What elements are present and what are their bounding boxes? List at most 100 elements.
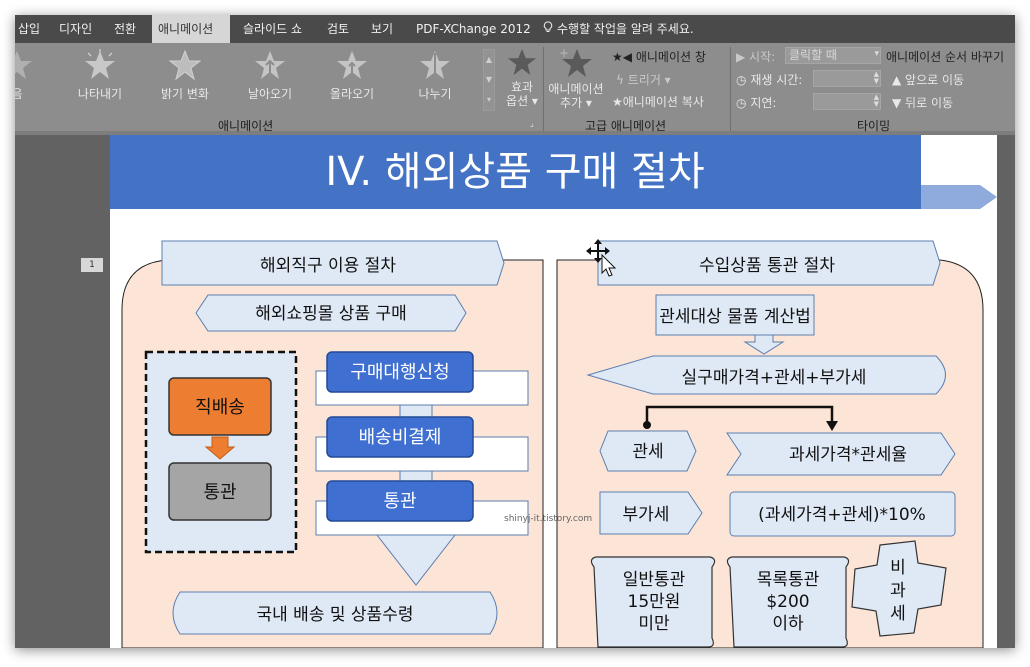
tab-slideshow[interactable]: 슬라이드 쇼 xyxy=(243,22,303,36)
watermark: shinyj-it.tistory.com xyxy=(504,514,592,524)
calc-title: 관세대상 물품 계산법 xyxy=(659,307,811,327)
trigger-label: 트리거 ▾ xyxy=(627,73,671,87)
chevron-up-icon[interactable]: ▲ xyxy=(485,55,493,64)
animation-float-in[interactable]: 올라오기 xyxy=(312,49,392,102)
scroll1-line1: 일반통관 xyxy=(623,570,686,590)
spinner-icon[interactable]: ▲▼ xyxy=(873,93,879,108)
animation-pane-icon: ★◀ xyxy=(612,50,632,64)
tab-pdf-xchange[interactable]: PDF-XChange 2012 xyxy=(416,22,531,36)
star-split-icon xyxy=(420,51,450,79)
connector-dot xyxy=(643,421,651,429)
slide-title[interactable]: IV. 해외상품 구매 절차 xyxy=(325,149,704,195)
row1-left-box[interactable] xyxy=(599,430,697,472)
animation-painter-button[interactable]: ★애니메이션 복사 xyxy=(612,93,704,110)
duration-label: 재생 시간: xyxy=(750,73,803,87)
calc-title-box[interactable] xyxy=(655,294,815,336)
delay-input[interactable]: ▲▼ xyxy=(813,93,881,110)
tell-me-text: 수행할 작업을 알려 주세요. xyxy=(557,22,694,36)
tell-me-search[interactable]: 수행할 작업을 알려 주세요. xyxy=(543,15,694,43)
blue-button-2[interactable] xyxy=(326,416,474,458)
cross-line3: 세 xyxy=(890,604,906,624)
effect-options-button[interactable]: 효과 옵션 ▾ xyxy=(504,47,540,108)
cross-shape[interactable] xyxy=(851,540,947,637)
group-label-advanced: 고급 애니메이션 xyxy=(585,119,667,133)
left-final-label: 국내 배송 및 상품수령 xyxy=(257,605,414,625)
blue-button-3[interactable] xyxy=(326,480,474,522)
add-animation-button[interactable]: + 애니메이션 추가 ▾ xyxy=(545,46,607,110)
star-fade-icon xyxy=(169,49,201,81)
right-panel-title-box[interactable] xyxy=(597,240,941,286)
move-later-button[interactable]: ▼ 뒤로 이동 xyxy=(892,96,954,110)
star-icon xyxy=(507,48,537,76)
branch-connector xyxy=(645,405,834,425)
add-star-icon: + xyxy=(559,46,592,77)
move-earlier-button[interactable]: ▲ 앞으로 이동 xyxy=(892,73,965,87)
animation-fade[interactable]: 밝기 변화 xyxy=(145,49,225,102)
star-fly-icon xyxy=(255,51,285,79)
tab-view[interactable]: 보기 xyxy=(371,22,394,36)
slide-canvas[interactable]: IV. 해외상품 구매 절차 해외직구 이용 절차 해외쇼핑몰 상품 구매 직배… xyxy=(110,135,997,648)
animation-fly-in[interactable]: 날아오기 xyxy=(230,49,310,102)
star-burst-icon xyxy=(85,49,115,79)
more-icon[interactable]: ▾ xyxy=(486,95,491,104)
animation-label: 음 xyxy=(15,87,23,101)
direct-delivery-box[interactable] xyxy=(168,377,272,436)
customs-box[interactable] xyxy=(168,462,272,521)
reorder-title: 애니메이션 순서 바꾸기 xyxy=(886,50,1005,64)
tab-review[interactable]: 검토 xyxy=(327,22,350,36)
row1-right: 과세가격*관세율 xyxy=(789,445,907,465)
dialog-launcher-icon[interactable]: ⌟ xyxy=(530,119,534,128)
app-window: 삽입 디자인 전환 애니메이션 슬라이드 쇼 검토 보기 PDF-XChange… xyxy=(15,15,1015,648)
delay-row: ◷ 지연: xyxy=(736,94,776,111)
lightbulb-icon xyxy=(543,15,553,43)
blue-button-1[interactable] xyxy=(326,351,474,393)
trigger-button[interactable]: ϟ 트리거 ▾ xyxy=(616,71,671,88)
duration-input[interactable]: ▲▼ xyxy=(813,70,881,87)
animation-none[interactable]: 음 xyxy=(15,49,57,102)
animation-label: 나누기 xyxy=(418,87,452,101)
row2-right-box[interactable] xyxy=(729,491,956,537)
scroll-shape-1[interactable] xyxy=(590,556,716,648)
row1-right-box[interactable] xyxy=(726,432,956,476)
clock-icon: ◷ xyxy=(736,73,747,87)
tab-insert[interactable]: 삽입 xyxy=(18,22,41,36)
lightning-icon: ϟ xyxy=(616,73,624,87)
scroll1-line3: 미만 xyxy=(638,614,670,634)
separator xyxy=(543,47,544,147)
separator xyxy=(730,47,731,147)
delay-label: 지연: xyxy=(750,96,777,110)
move-cursor-icon xyxy=(586,239,617,277)
formula-box[interactable] xyxy=(586,355,946,395)
animation-label: 밝기 변화 xyxy=(161,87,209,101)
direct-delivery-label: 직배송 xyxy=(195,397,245,418)
animation-label: 올라오기 xyxy=(329,87,375,101)
painter-icon: ★ xyxy=(612,95,623,109)
animation-split[interactable]: 나누기 xyxy=(395,49,475,102)
animation-appear[interactable]: 나타내기 xyxy=(60,49,140,102)
start-dropdown[interactable]: 클릭할 때 ▾ xyxy=(785,47,881,64)
spinner-icon[interactable]: ▲▼ xyxy=(873,70,879,85)
chevron-down-icon[interactable]: ▼ xyxy=(485,75,493,84)
gallery-scrollbar[interactable]: ▲ ▼ ▾ xyxy=(483,49,495,111)
chevron-down-icon: ▾ xyxy=(874,49,879,59)
effect-options-label-2: 옵션 ▾ xyxy=(506,94,538,108)
row2-right: (과세가격+관세)*10% xyxy=(758,505,926,525)
tab-animations[interactable]: 애니메이션 xyxy=(152,15,230,43)
tab-design[interactable]: 디자인 xyxy=(59,22,93,36)
animation-pane-button[interactable]: ★◀ 애니메이션 창 xyxy=(612,48,706,65)
formula-label: 실구매가격+관세+부가세 xyxy=(682,368,867,388)
animations-ribbon: 음 나타내기 밝기 변화 날아오기 올라오기 나누기 ▲ ▼ ▾ xyxy=(15,43,1015,147)
left-final-box[interactable] xyxy=(172,591,498,635)
clock-icon: ◷ xyxy=(736,96,747,110)
left-step1-box[interactable] xyxy=(195,294,467,332)
scroll-shape-2[interactable] xyxy=(726,556,850,648)
slide-number-badge[interactable]: 1 xyxy=(81,258,103,272)
cross-line1: 비 xyxy=(890,558,906,578)
tab-transitions[interactable]: 전환 xyxy=(114,22,137,36)
add-animation-label-2: 추가 ▾ xyxy=(560,96,592,110)
start-value: 클릭할 때 xyxy=(789,48,837,62)
left-step1: 해외쇼핑몰 상품 구매 xyxy=(255,304,407,324)
left-panel-title-box[interactable] xyxy=(161,240,505,286)
group-label-timing: 타이밍 xyxy=(857,119,891,133)
row2-left-box[interactable] xyxy=(599,491,703,535)
